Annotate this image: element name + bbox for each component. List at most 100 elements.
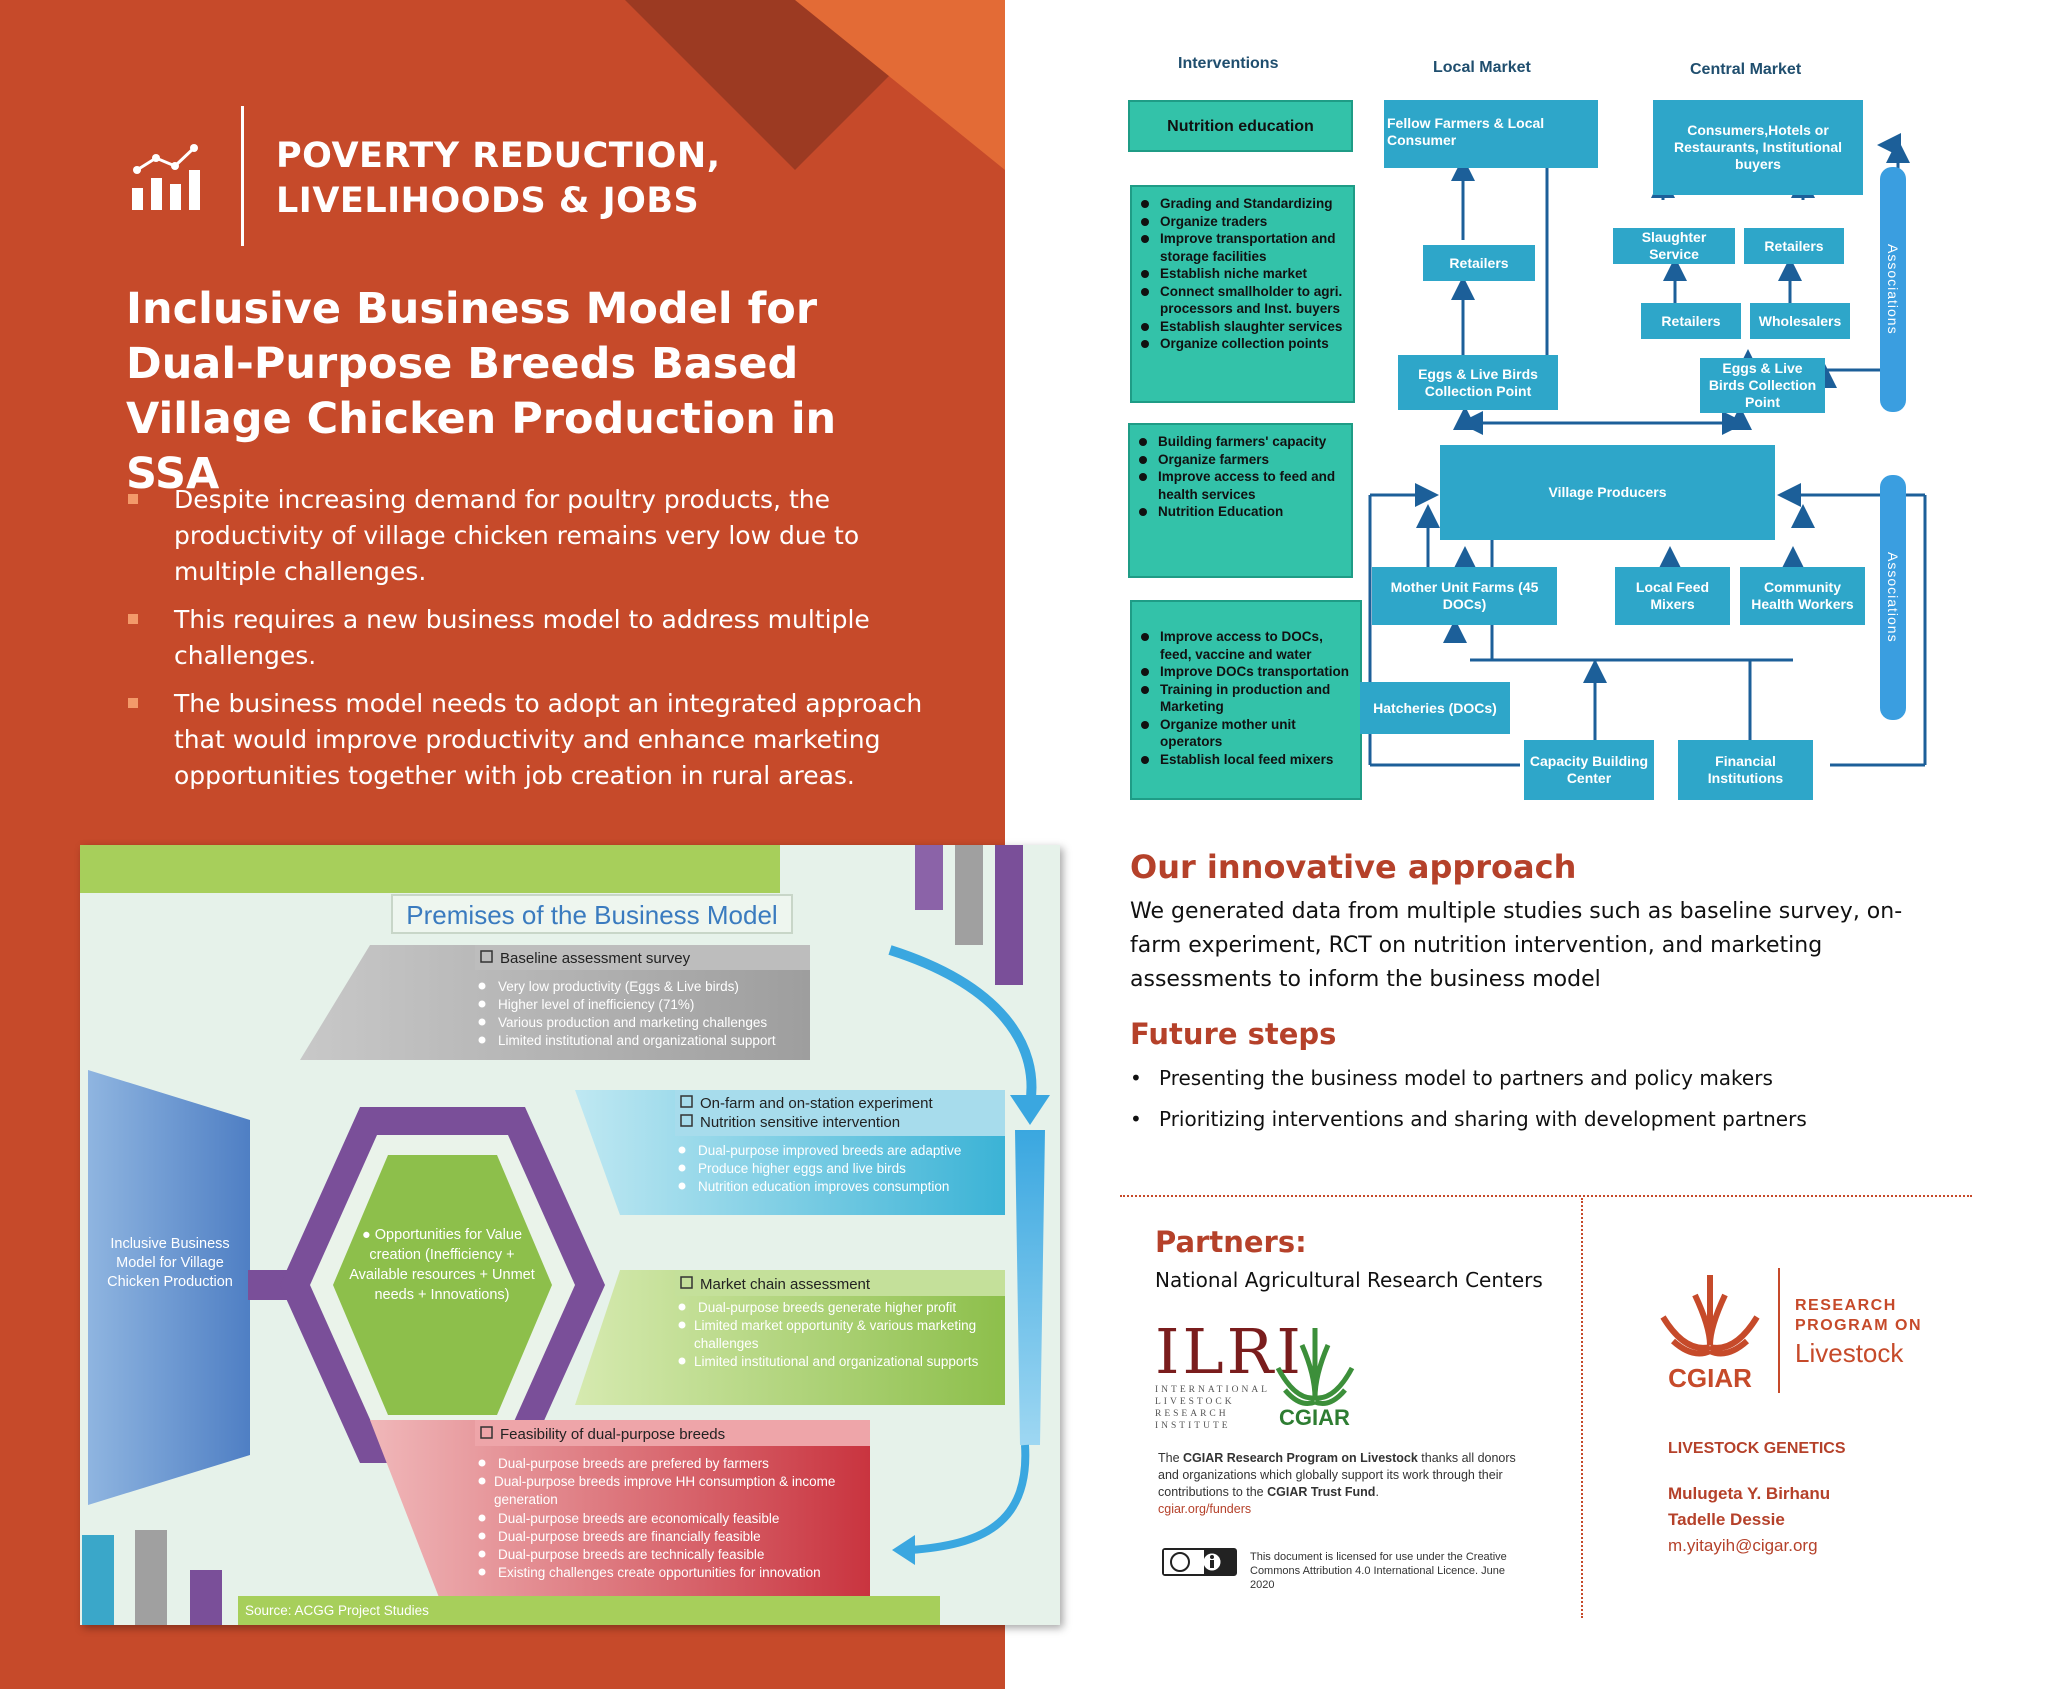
- cgiar-leaf-icon: [1275, 1328, 1355, 1406]
- feasibility-panel: [370, 1420, 870, 1600]
- approach-text: We generated data from multiple studies …: [1130, 899, 1903, 992]
- premises-figure: Premises of the Business Model Baseline …: [80, 845, 1060, 1625]
- cgiar-small-text: CGIAR: [1279, 1405, 1350, 1430]
- thanks-pre: The: [1158, 1451, 1184, 1465]
- arrow-head: [1010, 1095, 1050, 1125]
- market-item: Limited institutional and organizational…: [694, 1354, 979, 1369]
- financial-box: Financial Institutions: [1678, 740, 1813, 800]
- col-head-central: Central Market: [1690, 61, 1802, 78]
- license-text: This document is licensed for use under …: [1250, 1551, 1507, 1591]
- thanks-mid: thanks all donors and organizations whic…: [1158, 1451, 1516, 1499]
- funders-link[interactable]: cgiar.org/funders: [1158, 1502, 1252, 1516]
- arrow-head: [892, 1535, 915, 1565]
- checkbox-icon: [480, 1426, 493, 1439]
- baseline-item: Limited institutional and organizational…: [498, 1033, 776, 1048]
- intervention-item: Improve transportation and storage facil…: [1138, 230, 1347, 265]
- wholesalers-box: Wholesalers: [1750, 303, 1850, 339]
- bullet-item: The business model needs to adopt an int…: [126, 686, 926, 794]
- mother-unit-box: Mother Unit Farms (45 DOCs): [1372, 567, 1557, 625]
- author-2: Tadelle Dessie: [1668, 1510, 1785, 1529]
- hatcheries-box: Hatcheries (DOCs): [1360, 682, 1510, 734]
- thanks-bold-2: CGIAR Trust Fund: [1267, 1485, 1376, 1499]
- intervention-item: Establish local feed mixers: [1138, 751, 1354, 769]
- retailers-local-box: Retailers: [1423, 245, 1535, 281]
- market-item: Dual-purpose breeds generate higher prof…: [698, 1300, 956, 1315]
- hex-text-content: Opportunities for Value creation (Ineffi…: [349, 1227, 535, 1303]
- program-line-1b: PROGRAM ON: [1795, 1317, 1922, 1334]
- intervention-item: Connect smallholder to agri. processors …: [1138, 283, 1347, 318]
- interventions-capacity-box: Building farmers' capacity Organize farm…: [1128, 423, 1353, 578]
- intervention-item: Improve DOCs transportation: [1138, 663, 1354, 681]
- decorative-triangle: [795, 0, 1005, 170]
- onfarm-item: Produce higher eggs and live birds: [698, 1161, 906, 1176]
- checkbox-icon: [680, 1114, 693, 1127]
- premises-title: Premises of the Business Model: [406, 900, 777, 930]
- intervention-item: Grading and Standardizing: [1138, 195, 1347, 213]
- hex-text-wrap: ● Opportunities for Value creation (Inef…: [349, 1227, 535, 1303]
- decor-bar: [955, 845, 983, 945]
- theme-line-1: POVERTY REDUCTION,: [276, 136, 721, 176]
- arrow-shaft: [1015, 1130, 1045, 1445]
- cgiar-livestock-icon: CGIAR: [1660, 1275, 1760, 1393]
- decor-bar: [995, 845, 1023, 985]
- program-line-2: Livestock: [1795, 1338, 1904, 1368]
- feasibility-head-bg: [475, 1420, 870, 1446]
- baseline-item: Higher level of inefficiency (71%): [498, 997, 694, 1012]
- thanks-end: .: [1375, 1485, 1379, 1499]
- source-band: [238, 1596, 940, 1625]
- ilri-letters: ILRI: [1155, 1315, 1304, 1388]
- thanks-bold-1: CGIAR Research Program on Livestock: [1183, 1451, 1418, 1465]
- contact-email[interactable]: m.yitayih@cigar.org: [1668, 1536, 1818, 1555]
- onfarm-item: Nutrition education improves consumption: [698, 1179, 949, 1194]
- decor-bar: [82, 1535, 114, 1625]
- fellow-farmers-box: Fellow Farmers & Local Consumer: [1384, 100, 1598, 168]
- associations-bar-bottom: Associations: [1880, 475, 1906, 720]
- intro-bullets: Despite increasing demand for poultry pr…: [126, 482, 926, 806]
- theme-line-2: LIVELIHOODS & JOBS: [276, 181, 700, 221]
- future-step: Presenting the business model to partner…: [1130, 1065, 1930, 1091]
- onfarm-head-1: On-farm and on-station experiment: [700, 1095, 933, 1112]
- decor-bar: [190, 1570, 222, 1625]
- value-chain-diagram: Interventions Local Market Central Marke…: [1110, 45, 2010, 805]
- feasibility-item: Dual-purpose breeds are economically fea…: [498, 1511, 779, 1526]
- feed-mixers-box: Local Feed Mixers: [1615, 567, 1730, 625]
- left-model-text: Inclusive Business Model for Village Chi…: [107, 1236, 233, 1290]
- intervention-item: Training in production and Marketing: [1138, 681, 1354, 716]
- bullet-item: This requires a new business model to ad…: [126, 602, 926, 674]
- group-heading: LIVESTOCK GENETICS: [1668, 1440, 1846, 1457]
- market-item-wrap: Limited institutional and organizational…: [694, 1354, 979, 1369]
- decor-bar: [915, 845, 943, 910]
- program-divider: [1778, 1268, 1780, 1393]
- approach-heading: Our innovative approach: [1130, 848, 1577, 886]
- market-head: Market chain assessment: [700, 1276, 871, 1293]
- retailers-central-2-box: Retailers: [1641, 303, 1741, 339]
- bullet-item: Despite increasing demand for poultry pr…: [126, 482, 926, 590]
- chw-box: Community Health Workers: [1740, 567, 1865, 625]
- theme-divider: [241, 106, 244, 246]
- feasibility-item: Dual-purpose breeds are technically feas…: [498, 1547, 764, 1562]
- cc-license-icon: [1162, 1548, 1237, 1576]
- checkbox-icon: [480, 950, 493, 963]
- onfarm-head-bg: [675, 1090, 1005, 1136]
- col-head-local: Local Market: [1433, 59, 1531, 76]
- retailers-central-box: Retailers: [1744, 228, 1844, 264]
- interventions-input-box: Improve access to DOCs, feed, vaccine an…: [1130, 600, 1362, 800]
- associations-bar-top: Associations: [1880, 167, 1906, 412]
- intervention-item: Organize farmers: [1136, 451, 1345, 469]
- feasibility-item: Dual-purpose breeds are prefered by farm…: [498, 1456, 769, 1471]
- slaughter-box: Slaughter Service: [1613, 228, 1735, 264]
- program-line-1a: RESEARCH: [1795, 1297, 1897, 1314]
- hex-text: ● Opportunities for Value creation (Inef…: [349, 1227, 535, 1303]
- future-heading: Future steps: [1130, 1017, 1337, 1051]
- future-step: Prioritizing interventions and sharing w…: [1130, 1106, 1930, 1132]
- feasibility-item: Dual-purpose breeds improve HH consumpti…: [494, 1474, 836, 1507]
- partners-sub: National Agricultural Research Centers: [1155, 1268, 1543, 1292]
- checkbox-icon: [680, 1276, 693, 1289]
- market-head-bg: [675, 1270, 1005, 1296]
- consumers-box: Consumers,Hotels or Restaurants, Institu…: [1653, 100, 1863, 195]
- bar-chart-icon: [132, 144, 200, 210]
- baseline-panel: [300, 945, 810, 1060]
- onfarm-item: Dual-purpose improved breeds are adaptiv…: [698, 1143, 961, 1158]
- partners-heading: Partners:: [1155, 1225, 1307, 1259]
- decor-bar: [135, 1530, 167, 1625]
